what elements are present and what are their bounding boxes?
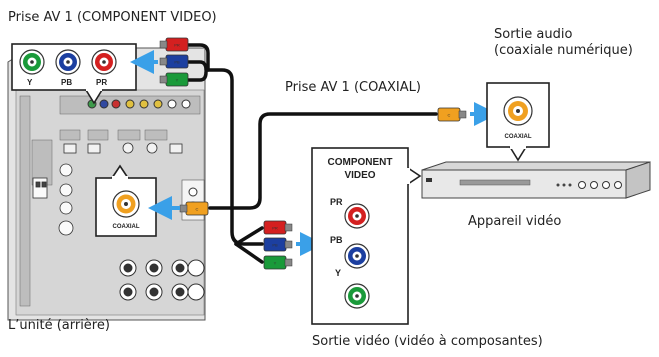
label-video-device: Appareil vidéo: [468, 214, 562, 229]
direction-arrows: [130, 50, 498, 256]
label-av1-coaxial: Prise AV 1 (COAXIAL): [285, 80, 421, 95]
unit-jack-y: [19, 49, 45, 75]
plug-y-unit: Y: [159, 72, 189, 87]
plug-y-device-label: Y: [274, 261, 277, 266]
device-jack-pr-label: PR: [330, 197, 343, 207]
plug-pb-unit-label: PB: [174, 60, 180, 65]
device-jack-pr: [344, 203, 370, 229]
label-video-out: Sortie vidéo (vidéo à composantes): [312, 334, 543, 349]
plug-coax-unit: C: [179, 201, 209, 216]
unit-component-callout: Y PB PR: [11, 43, 137, 105]
unit-coaxial-label: COAXIAL: [113, 224, 140, 230]
video-device: [421, 161, 651, 199]
plug-pr-unit-label: PR: [174, 43, 180, 48]
cables: [166, 43, 438, 264]
device-jack-y-label: Y: [335, 268, 341, 278]
device-coaxial-callout: COAXIAL: [486, 82, 550, 162]
unit-jack-pr: [91, 49, 117, 75]
label-unit-rear: L’unité (arrière): [8, 318, 110, 333]
plug-coax-device: C: [437, 107, 467, 122]
device-jack-y: [344, 283, 370, 309]
plug-pb-device-label: PB: [272, 243, 278, 248]
plug-pb-device: PB: [263, 237, 293, 252]
label-av1-component: Prise AV 1 (COMPONENT VIDEO): [8, 10, 217, 25]
unit-jack-pb: [55, 49, 81, 75]
plug-coax-unit-label: C: [196, 207, 199, 212]
plug-y-device: Y: [263, 255, 293, 270]
unit-jack-y-label: Y: [27, 78, 33, 87]
component-title-2: VIDEO: [344, 170, 375, 181]
unit-coaxial-callout: COAXIAL: [95, 164, 157, 237]
device-jack-pb: [344, 243, 370, 269]
plug-y-unit-label: Y: [176, 78, 179, 83]
plug-pr-unit: PR: [159, 37, 189, 52]
plug-coax-device-label: C: [448, 113, 451, 118]
device-component-callout: COMPONENT VIDEO PR PB Y: [311, 147, 422, 325]
label-audio-out-2: (coaxiale numérique): [494, 43, 633, 58]
unit-component-plugs: PR PB Y: [159, 37, 189, 87]
device-coaxial-label: COAXIAL: [505, 134, 532, 140]
device-jack-pb-label: PB: [330, 235, 343, 245]
plug-pr-device-label: PR: [272, 226, 278, 231]
plug-pr-device: PR: [263, 220, 293, 235]
component-title-1: COMPONENT: [328, 157, 393, 168]
unit-jack-pb-label: PB: [61, 78, 72, 87]
label-audio-out-1: Sortie audio: [494, 27, 573, 42]
device-component-plugs: PR PB Y: [263, 220, 293, 270]
plug-pb-unit: PB: [159, 54, 189, 69]
unit-jack-pr-label: PR: [96, 78, 107, 87]
